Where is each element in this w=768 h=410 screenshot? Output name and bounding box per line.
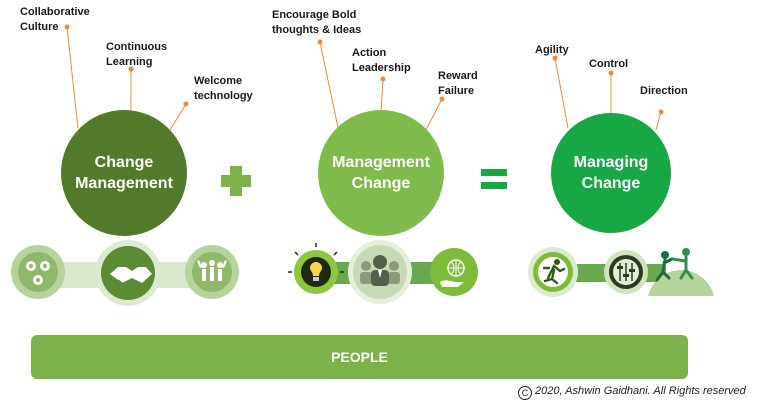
management-change-circle xyxy=(318,110,444,236)
label-reward-failure: Reward Failure xyxy=(438,70,478,97)
leader-reward-failure xyxy=(425,98,443,131)
globe-in-hand-icon xyxy=(430,248,478,296)
lightbulb-icon xyxy=(288,243,344,294)
leader-action-leadership xyxy=(380,78,384,113)
leader-team-icon xyxy=(348,240,412,304)
leader-direction xyxy=(655,111,662,131)
label-direction: Direction xyxy=(640,85,688,97)
leader-lines xyxy=(64,24,664,131)
label-continuous-learning: Continuous Learning xyxy=(106,41,168,68)
leader-encourage-bold-thoughts xyxy=(319,41,339,129)
copyright-text: 2020, Ashwin Gaidhani. All Rights reserv… xyxy=(535,385,746,397)
leader-collaborative-culture-dot xyxy=(64,24,70,30)
plus-sign xyxy=(221,166,251,196)
label-agility: Agility xyxy=(535,44,569,56)
leader-welcome-technology-dot xyxy=(183,101,189,107)
leader-reward-failure-dot xyxy=(439,96,445,102)
people-network-icon xyxy=(11,245,65,299)
equals-sign xyxy=(481,169,507,189)
people-foundation-bar: PEOPLE xyxy=(31,335,688,379)
climbing-helping-hand-icon xyxy=(648,248,714,296)
managing-change-icon-row xyxy=(528,247,714,297)
label-encourage-bold-thoughts: Encourage Bold thoughts & Ideas xyxy=(272,9,362,36)
running-person-icon xyxy=(528,247,578,297)
sliders-icon xyxy=(604,250,648,294)
leader-direction-dot xyxy=(658,109,664,115)
managing-change-title: Managing Change xyxy=(573,154,649,192)
management-change-title: Management Change xyxy=(332,154,430,192)
leader-welcome-technology xyxy=(169,103,187,131)
leader-control-dot xyxy=(608,70,614,76)
team-celebration-icon xyxy=(185,245,239,299)
label-action-leadership: Action Leadership xyxy=(352,47,411,74)
label-control: Control xyxy=(589,58,629,70)
handshake-icon xyxy=(95,240,161,306)
management-change-icon-row xyxy=(288,240,478,304)
label-collaborative-culture: Collaborative Culture xyxy=(20,6,90,33)
change-management-icon-row xyxy=(11,240,239,306)
leader-continuous-learning-dot xyxy=(128,66,134,72)
managing-change-circle xyxy=(551,113,671,233)
leader-agility-dot xyxy=(552,55,558,61)
label-welcome-technology: Welcome technology xyxy=(194,75,253,102)
leader-action-leadership-dot xyxy=(380,76,386,82)
change-management-circle xyxy=(61,110,187,236)
copyright-symbol-icon: C xyxy=(518,386,532,400)
leader-encourage-bold-thoughts-dot xyxy=(317,39,323,45)
change-management-title: Change Management xyxy=(75,154,173,192)
leader-agility xyxy=(554,57,569,129)
people-label: PEOPLE xyxy=(331,349,388,365)
leader-collaborative-culture xyxy=(66,26,79,129)
